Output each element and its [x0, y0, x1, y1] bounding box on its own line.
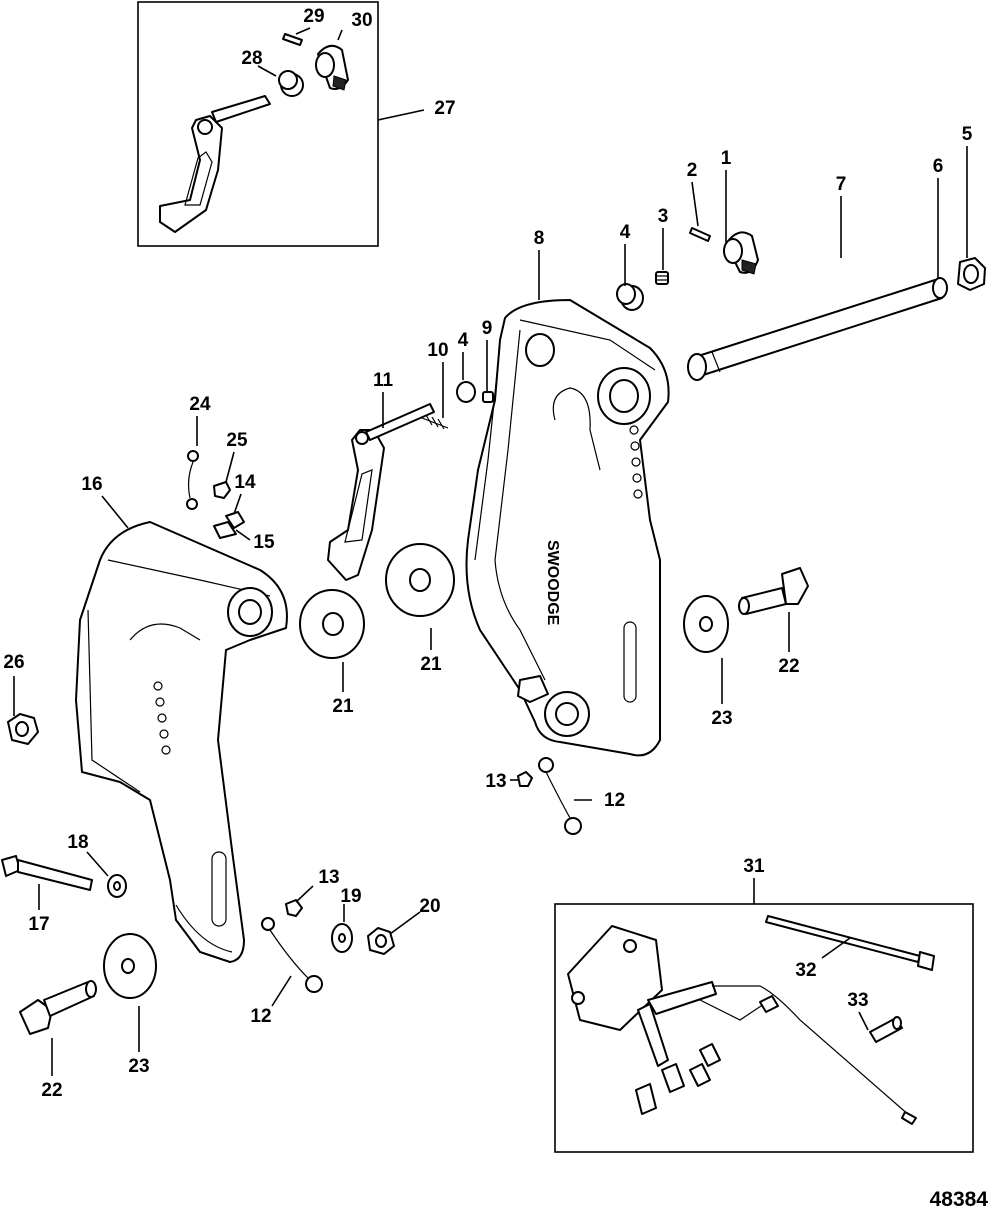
screw-part-25 [213, 481, 231, 499]
cable-tie-part-32 [765, 915, 935, 971]
tilt-lock-lever-part-11 [327, 403, 435, 581]
callout-32: 32 [795, 960, 816, 981]
tilt-lock-lever-part [159, 95, 271, 233]
callout-22-right: 22 [778, 656, 799, 677]
callout-14: 14 [234, 472, 256, 493]
callout-21-left: 21 [332, 696, 354, 717]
inset-box-harness-kit [554, 903, 974, 1153]
washer-part-18 [107, 874, 127, 898]
callout-25: 25 [226, 430, 248, 451]
roll-pin-part-2 [689, 227, 711, 242]
callout-labels: 1 2 3 4 4 5 6 7 8 9 10 11 12 12 13 13 14… [3, 6, 972, 1101]
clamp-bracket-part-16 [75, 521, 288, 963]
bushing-part-4-mid [456, 381, 476, 403]
washer-part-23-left [103, 933, 157, 999]
nut-part-20 [367, 927, 395, 955]
callout-27: 27 [434, 98, 455, 119]
ground-strap-part-12-left [261, 917, 323, 993]
washer-part-6 [932, 277, 948, 299]
knob-part-30 [315, 44, 349, 91]
callout-12-right: 12 [604, 790, 625, 811]
callout-11: 11 [373, 370, 394, 391]
callout-16: 16 [81, 474, 102, 495]
callout-6: 6 [933, 156, 944, 177]
callout-31: 31 [743, 856, 765, 877]
callout-2: 2 [687, 160, 698, 181]
callout-22-left: 22 [41, 1080, 62, 1101]
bushing-part-28 [278, 70, 304, 97]
screw-part-13-left [285, 899, 303, 917]
bolt-part-17 [1, 855, 93, 891]
thrust-washer-part-21-left [299, 589, 365, 659]
trim-sender-harness-part-31 [567, 925, 917, 1125]
callout-23-right: 23 [711, 708, 732, 729]
callout-15: 15 [253, 532, 275, 553]
inset-box-tilt-lock-lever [137, 1, 379, 247]
callout-21-right: 21 [420, 654, 442, 675]
callout-4-top: 4 [620, 222, 631, 243]
callout-28: 28 [241, 48, 262, 69]
callout-4-mid: 4 [458, 330, 469, 351]
callout-23-left: 23 [128, 1056, 149, 1077]
part-15 [213, 521, 237, 539]
callout-30: 30 [351, 10, 372, 31]
callout-26: 26 [3, 652, 24, 673]
swivel-pin-part-7 [687, 279, 943, 381]
washer-part-19 [331, 923, 353, 953]
callout-1: 1 [721, 148, 732, 169]
nut-part-5 [957, 257, 986, 291]
callout-12-left: 12 [250, 1006, 271, 1027]
washer-part-23-right [683, 595, 729, 653]
figure-number: 48384 [930, 1188, 989, 1211]
callout-33: 33 [847, 990, 868, 1011]
spring-part-3 [655, 271, 669, 285]
bolt-part-22-right [738, 567, 809, 615]
leader-lines [13, 27, 968, 1076]
spring-part-9 [482, 391, 494, 403]
callout-29: 29 [303, 6, 324, 27]
plug-part-33 [869, 1016, 903, 1043]
swivel-bracket-part-8: SWOODGE [465, 299, 670, 757]
spring-part-10 [421, 414, 449, 430]
nut-part-26 [7, 713, 39, 745]
screw-part-13-right [517, 771, 533, 787]
callout-18: 18 [67, 832, 88, 853]
roll-pin-part-29 [282, 33, 303, 46]
callout-8: 8 [534, 228, 545, 249]
callout-5: 5 [962, 124, 973, 145]
knob-part-1 [723, 231, 759, 275]
callout-24: 24 [189, 394, 211, 415]
callout-17: 17 [28, 914, 49, 935]
callout-13-right: 13 [485, 771, 506, 792]
callout-13-left: 13 [318, 867, 339, 888]
callout-10: 10 [427, 340, 448, 361]
bolt-part-22-left [19, 980, 97, 1035]
callout-9: 9 [482, 318, 493, 339]
thrust-washer-part-21-right [385, 543, 455, 617]
ground-strap-part-24 [186, 450, 199, 510]
bracket-embossed-text: SWOODGE [544, 540, 561, 626]
callout-19: 19 [340, 886, 361, 907]
callout-3: 3 [658, 206, 669, 227]
bushing-part-4-top [616, 283, 644, 311]
ground-strap-part-12-right [538, 757, 582, 835]
callout-7: 7 [836, 174, 847, 195]
callout-20: 20 [419, 896, 440, 917]
